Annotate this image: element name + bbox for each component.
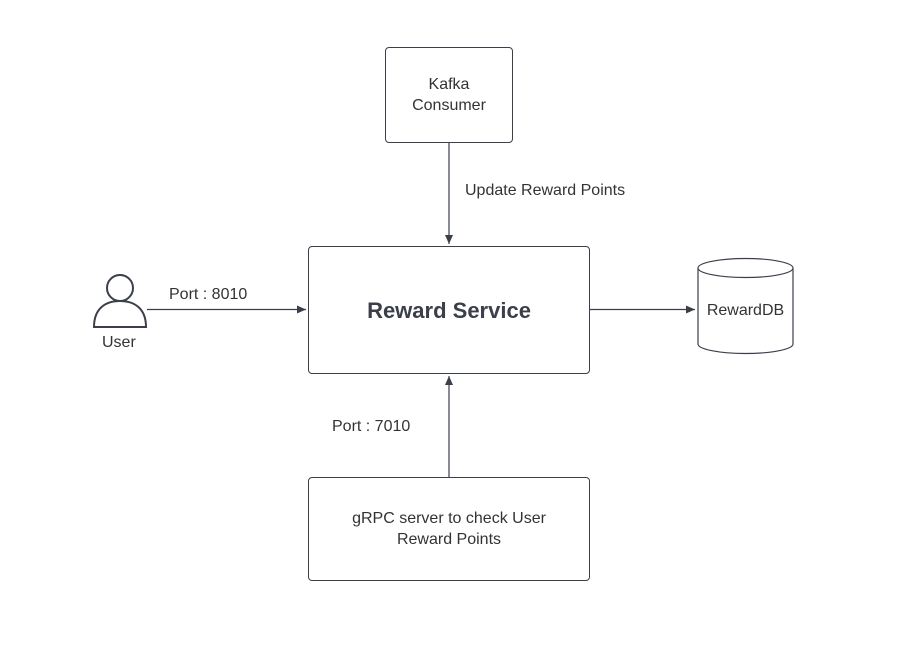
edge-label-port-7010: Port : 7010 [332,418,411,435]
database-label: RewardDB [706,302,785,319]
reward-service-box: Reward Service [308,246,590,374]
reward-service-label: Reward Service [367,297,531,323]
kafka-consumer-label: Kafka Consumer [412,76,486,114]
edge-label-port-8010: Port : 8010 [169,286,248,303]
user-icon [92,274,148,328]
kafka-consumer-box: Kafka Consumer [385,47,513,143]
user-label: User [102,334,136,351]
grpc-server-box: gRPC server to check User Reward Points [308,477,590,581]
edge-label-update-reward-points: Update Reward Points [465,182,626,199]
database-cylinder-icon [697,257,794,355]
grpc-server-label: gRPC server to check User Reward Points [352,510,546,548]
